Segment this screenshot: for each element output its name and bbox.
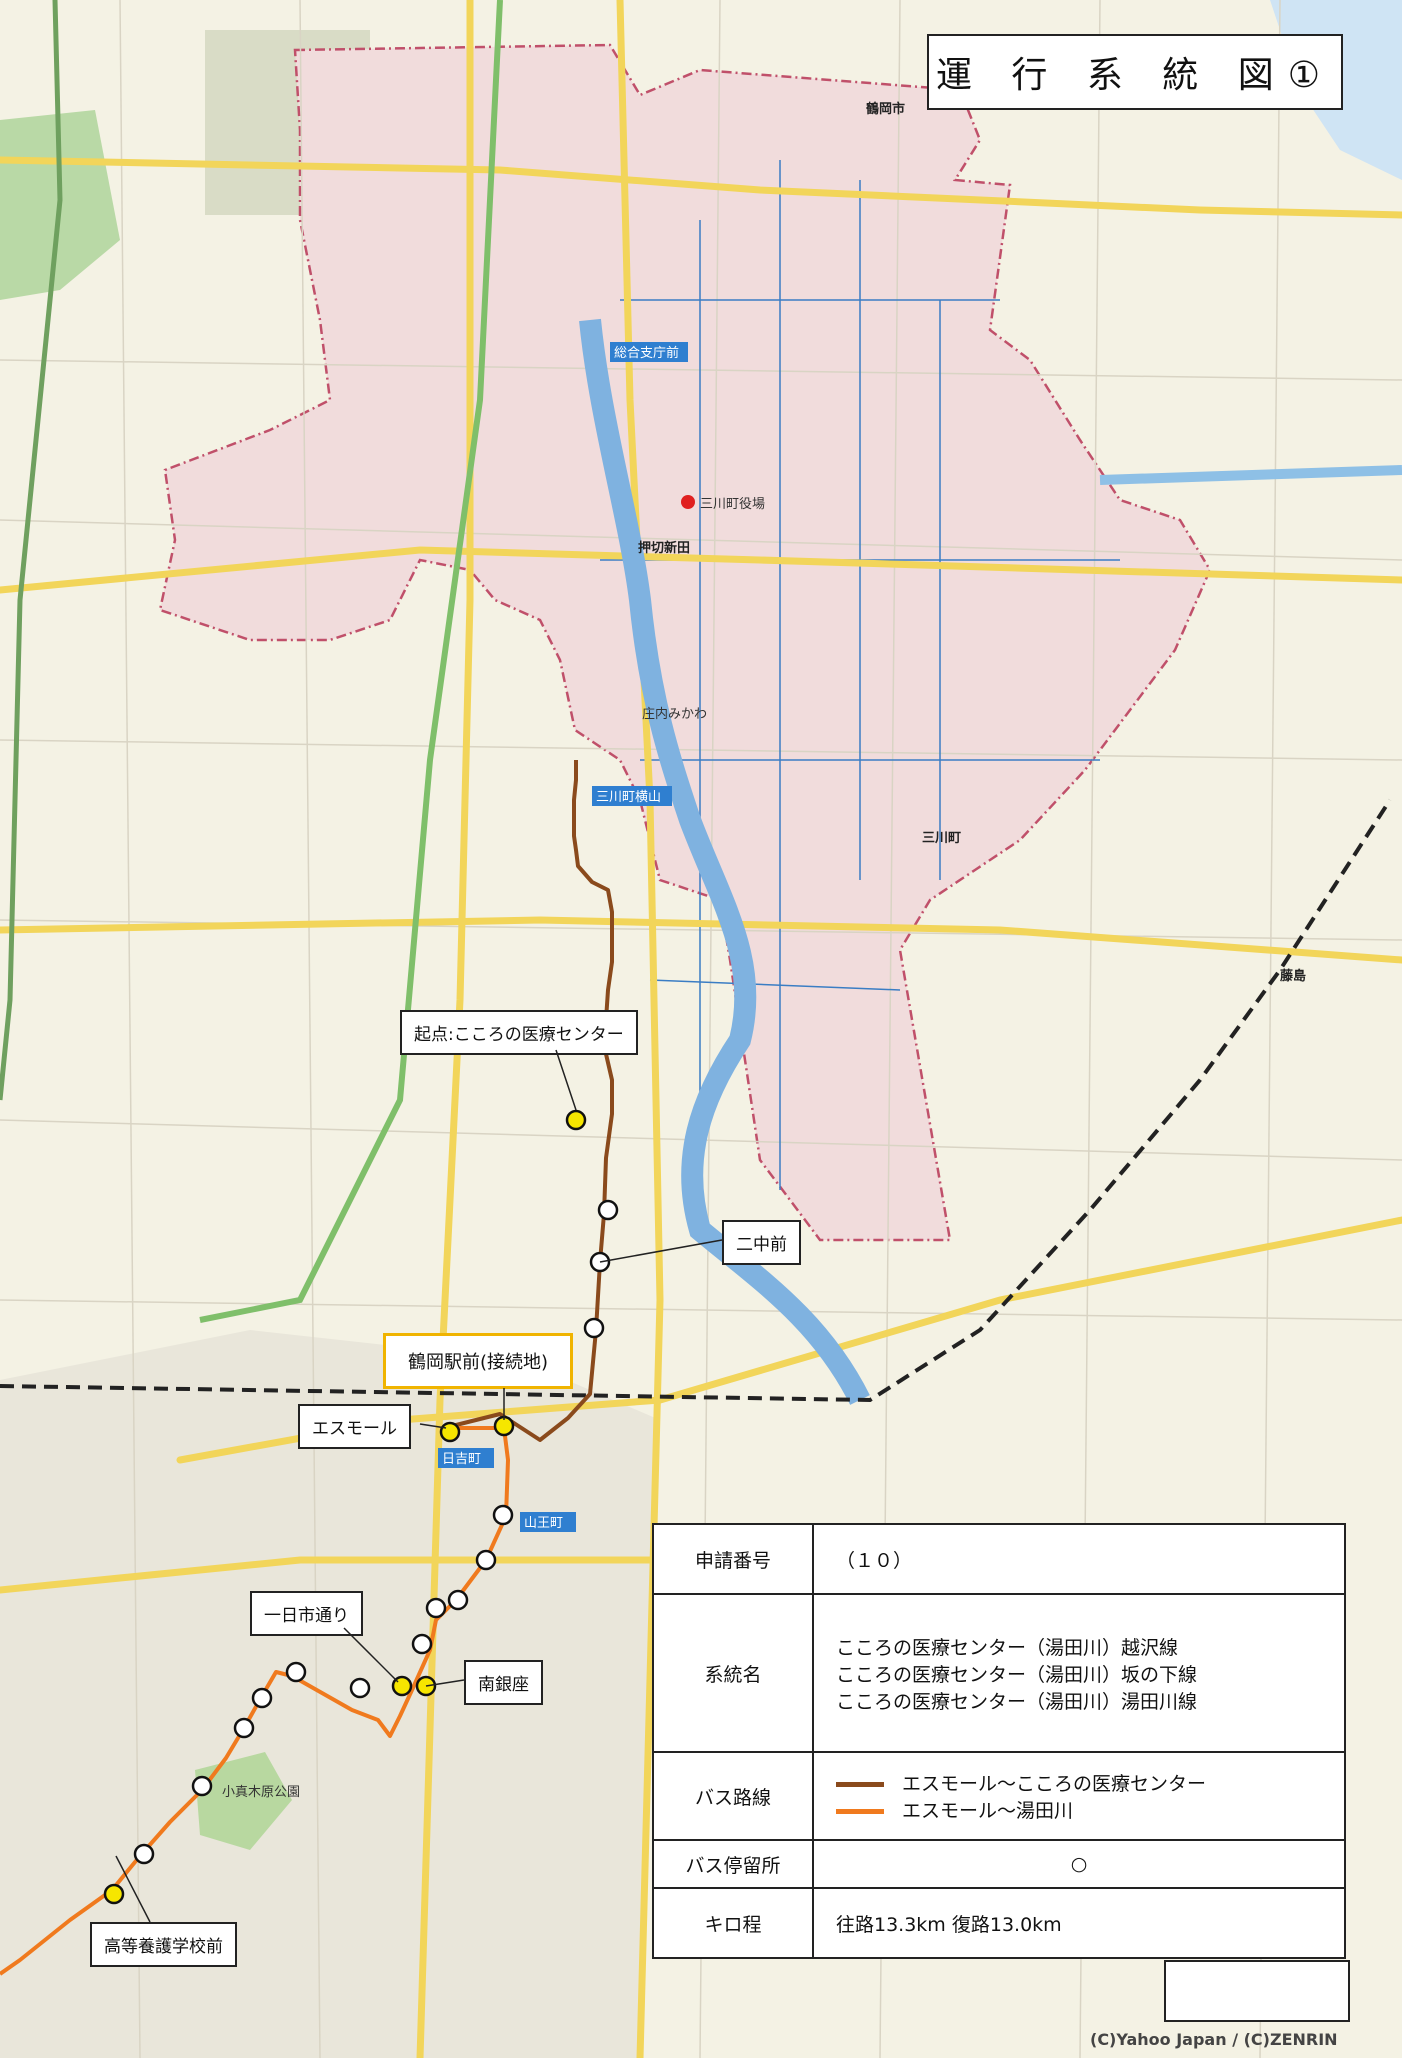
sign-mikawa-yokoyama [592, 786, 672, 806]
label-mikawa-office: 三川町役場 [700, 497, 765, 512]
mikawa-office-marker [681, 495, 695, 509]
system-name-cell: こころの医療センター（湯田川）越沢線 こころの医療センター（湯田川）坂の下線 こ… [812, 1593, 1346, 1753]
label-mikawa-yokoyama: 三川町横山 [596, 790, 661, 805]
bus-stop-label: バス停留所 [652, 1839, 814, 1889]
bus-stop-marker [492, 1504, 514, 1526]
fujishima-river [1099, 465, 1402, 485]
park-area [195, 1752, 292, 1850]
distance-label: キロ程 [652, 1887, 814, 1959]
label-mikawa-town: 三川町 [922, 831, 961, 846]
legend-route-1-name: エスモール～こころの医療センター [902, 1773, 1207, 1795]
blank-box [1164, 1960, 1350, 2022]
railway-uetsu [0, 798, 1392, 1403]
sign-yamaoucho [520, 1512, 576, 1532]
callout-start: 起点:こころの医療センター [400, 1010, 638, 1055]
row-bus-route: バス路線 エスモール～こころの医療センター エスモール～湯田川 [652, 1751, 1346, 1841]
legend-route-2: エスモール～湯田川 [836, 1796, 1322, 1823]
callout-koto: 高等養護学校前 [90, 1922, 237, 1967]
legend-route-2-name: エスモール～湯田川 [902, 1800, 1074, 1822]
system-name-label: 系統名 [652, 1593, 814, 1753]
row-application-no: 申請番号 （１０） [652, 1523, 1346, 1595]
bus-stop-marker [285, 1661, 307, 1683]
row-distance: キロ程 往路13.3km 復路13.0km [652, 1887, 1346, 1959]
legend-line-orange [836, 1809, 884, 1814]
row-bus-stop: バス停留所 ○ [652, 1839, 1346, 1889]
distance-value: 往路13.3km 復路13.0km [812, 1887, 1346, 1959]
application-no-label: 申請番号 [652, 1523, 814, 1595]
bus-route-legend: エスモール～こころの医療センター エスモール～湯田川 [812, 1751, 1346, 1841]
bus-stop-marker-major [103, 1883, 125, 1905]
system-name-1: こころの医療センター（湯田川）越沢線 [836, 1636, 1179, 1659]
route-info-table: 申請番号 （１０） 系統名 こころの医療センター（湯田川）越沢線 こころの医療セ… [652, 1523, 1346, 1959]
bus-route-label: バス路線 [652, 1751, 814, 1841]
sign-hiyoshi [438, 1448, 494, 1468]
bus-stop-marker [133, 1843, 155, 1865]
bus-stop-marker-major [493, 1415, 515, 1437]
map-copyright: (C)Yahoo Japan / (C)ZENRIN [1090, 2030, 1338, 2049]
callout-ninaka: 二中前 [722, 1220, 801, 1265]
application-no-value: （１０） [812, 1523, 1346, 1595]
mikawa-town-area [158, 43, 1212, 1242]
bus-stop-marker [447, 1589, 469, 1611]
bus-stop-marker [589, 1251, 611, 1273]
label-hiyoshi: 日吉町 [442, 1452, 481, 1467]
bus-stop-marker-major [439, 1421, 461, 1443]
callout-minamiginza: 南銀座 [464, 1660, 543, 1705]
bus-stop-marker [191, 1775, 213, 1797]
bus-stop-marker [475, 1549, 497, 1571]
system-name-3: こころの医療センター（湯田川）湯田川線 [836, 1690, 1198, 1713]
bus-stop-marker [251, 1687, 273, 1709]
label-fujishima: 藤島 [1280, 968, 1306, 984]
label-shonai-mikawa: 庄内みかわ [642, 706, 707, 722]
page-title: 運 行 系 統 図① [927, 34, 1343, 110]
route-7 [199, 0, 503, 1323]
expressway [0, 0, 63, 1101]
callout-station: 鶴岡駅前(接続地) [383, 1333, 574, 1389]
label-sougoshichomae: 総合支庁前 [614, 345, 679, 361]
bus-stop-marker [349, 1677, 371, 1699]
label-tsuruoka-city: 鶴岡市 [866, 101, 905, 117]
legend-line-brown [836, 1782, 884, 1787]
bus-stop-marker-major [391, 1675, 413, 1697]
bus-stop-marker [583, 1317, 605, 1339]
bus-stop-marker-major [565, 1109, 587, 1131]
bus-stop-symbol: ○ [812, 1839, 1346, 1889]
sign-sougoshichomae [610, 342, 688, 362]
label-oshikiri: 押切新田 [638, 540, 690, 556]
bus-stop-marker-major [415, 1675, 437, 1697]
page-title-text: 運 行 系 統 図① [935, 55, 1335, 96]
callout-esmall: エスモール [298, 1404, 411, 1449]
label-yamaoucho: 山王町 [524, 1516, 563, 1531]
callout-ichinichi: 一日市通り [250, 1591, 363, 1636]
row-system-name: 系統名 こころの医療センター（湯田川）越沢線 こころの医療センター（湯田川）坂の… [652, 1593, 1346, 1753]
bus-stop-marker [425, 1597, 447, 1619]
bus-stop-marker [233, 1717, 255, 1739]
label-park: 小真木原公園 [222, 1785, 300, 1800]
system-name-2: こころの医療センター（湯田川）坂の下線 [836, 1663, 1198, 1686]
bus-stop-marker [597, 1199, 619, 1221]
bus-stop-marker [411, 1633, 433, 1655]
brown-route-visible-final [443, 760, 614, 1442]
legend-route-1: エスモール～こころの医療センター [836, 1769, 1322, 1796]
